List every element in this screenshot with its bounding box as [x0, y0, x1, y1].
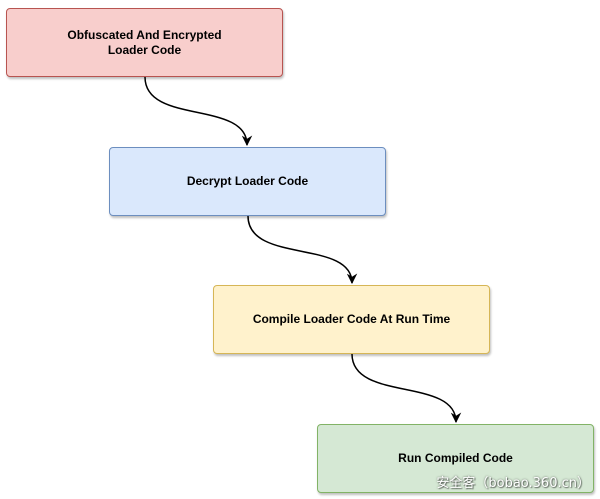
connector-arrow-1-to-2 — [144, 76, 253, 147]
step-obfuscated-encrypted-loader-code: Obfuscated And Encrypted Loader Code — [6, 8, 283, 77]
connector-arrow-3-to-4 — [351, 353, 462, 424]
step-decrypt-loader-code: Decrypt Loader Code — [109, 147, 386, 216]
watermark-text: 安全客（bobao.360.cn） — [436, 476, 590, 491]
connector-arrow-2-to-3 — [247, 215, 358, 285]
step-compile-loader-code: Compile Loader Code At Run Time — [213, 285, 490, 354]
step-run-compiled-code: Run Compiled Code — [317, 424, 594, 493]
